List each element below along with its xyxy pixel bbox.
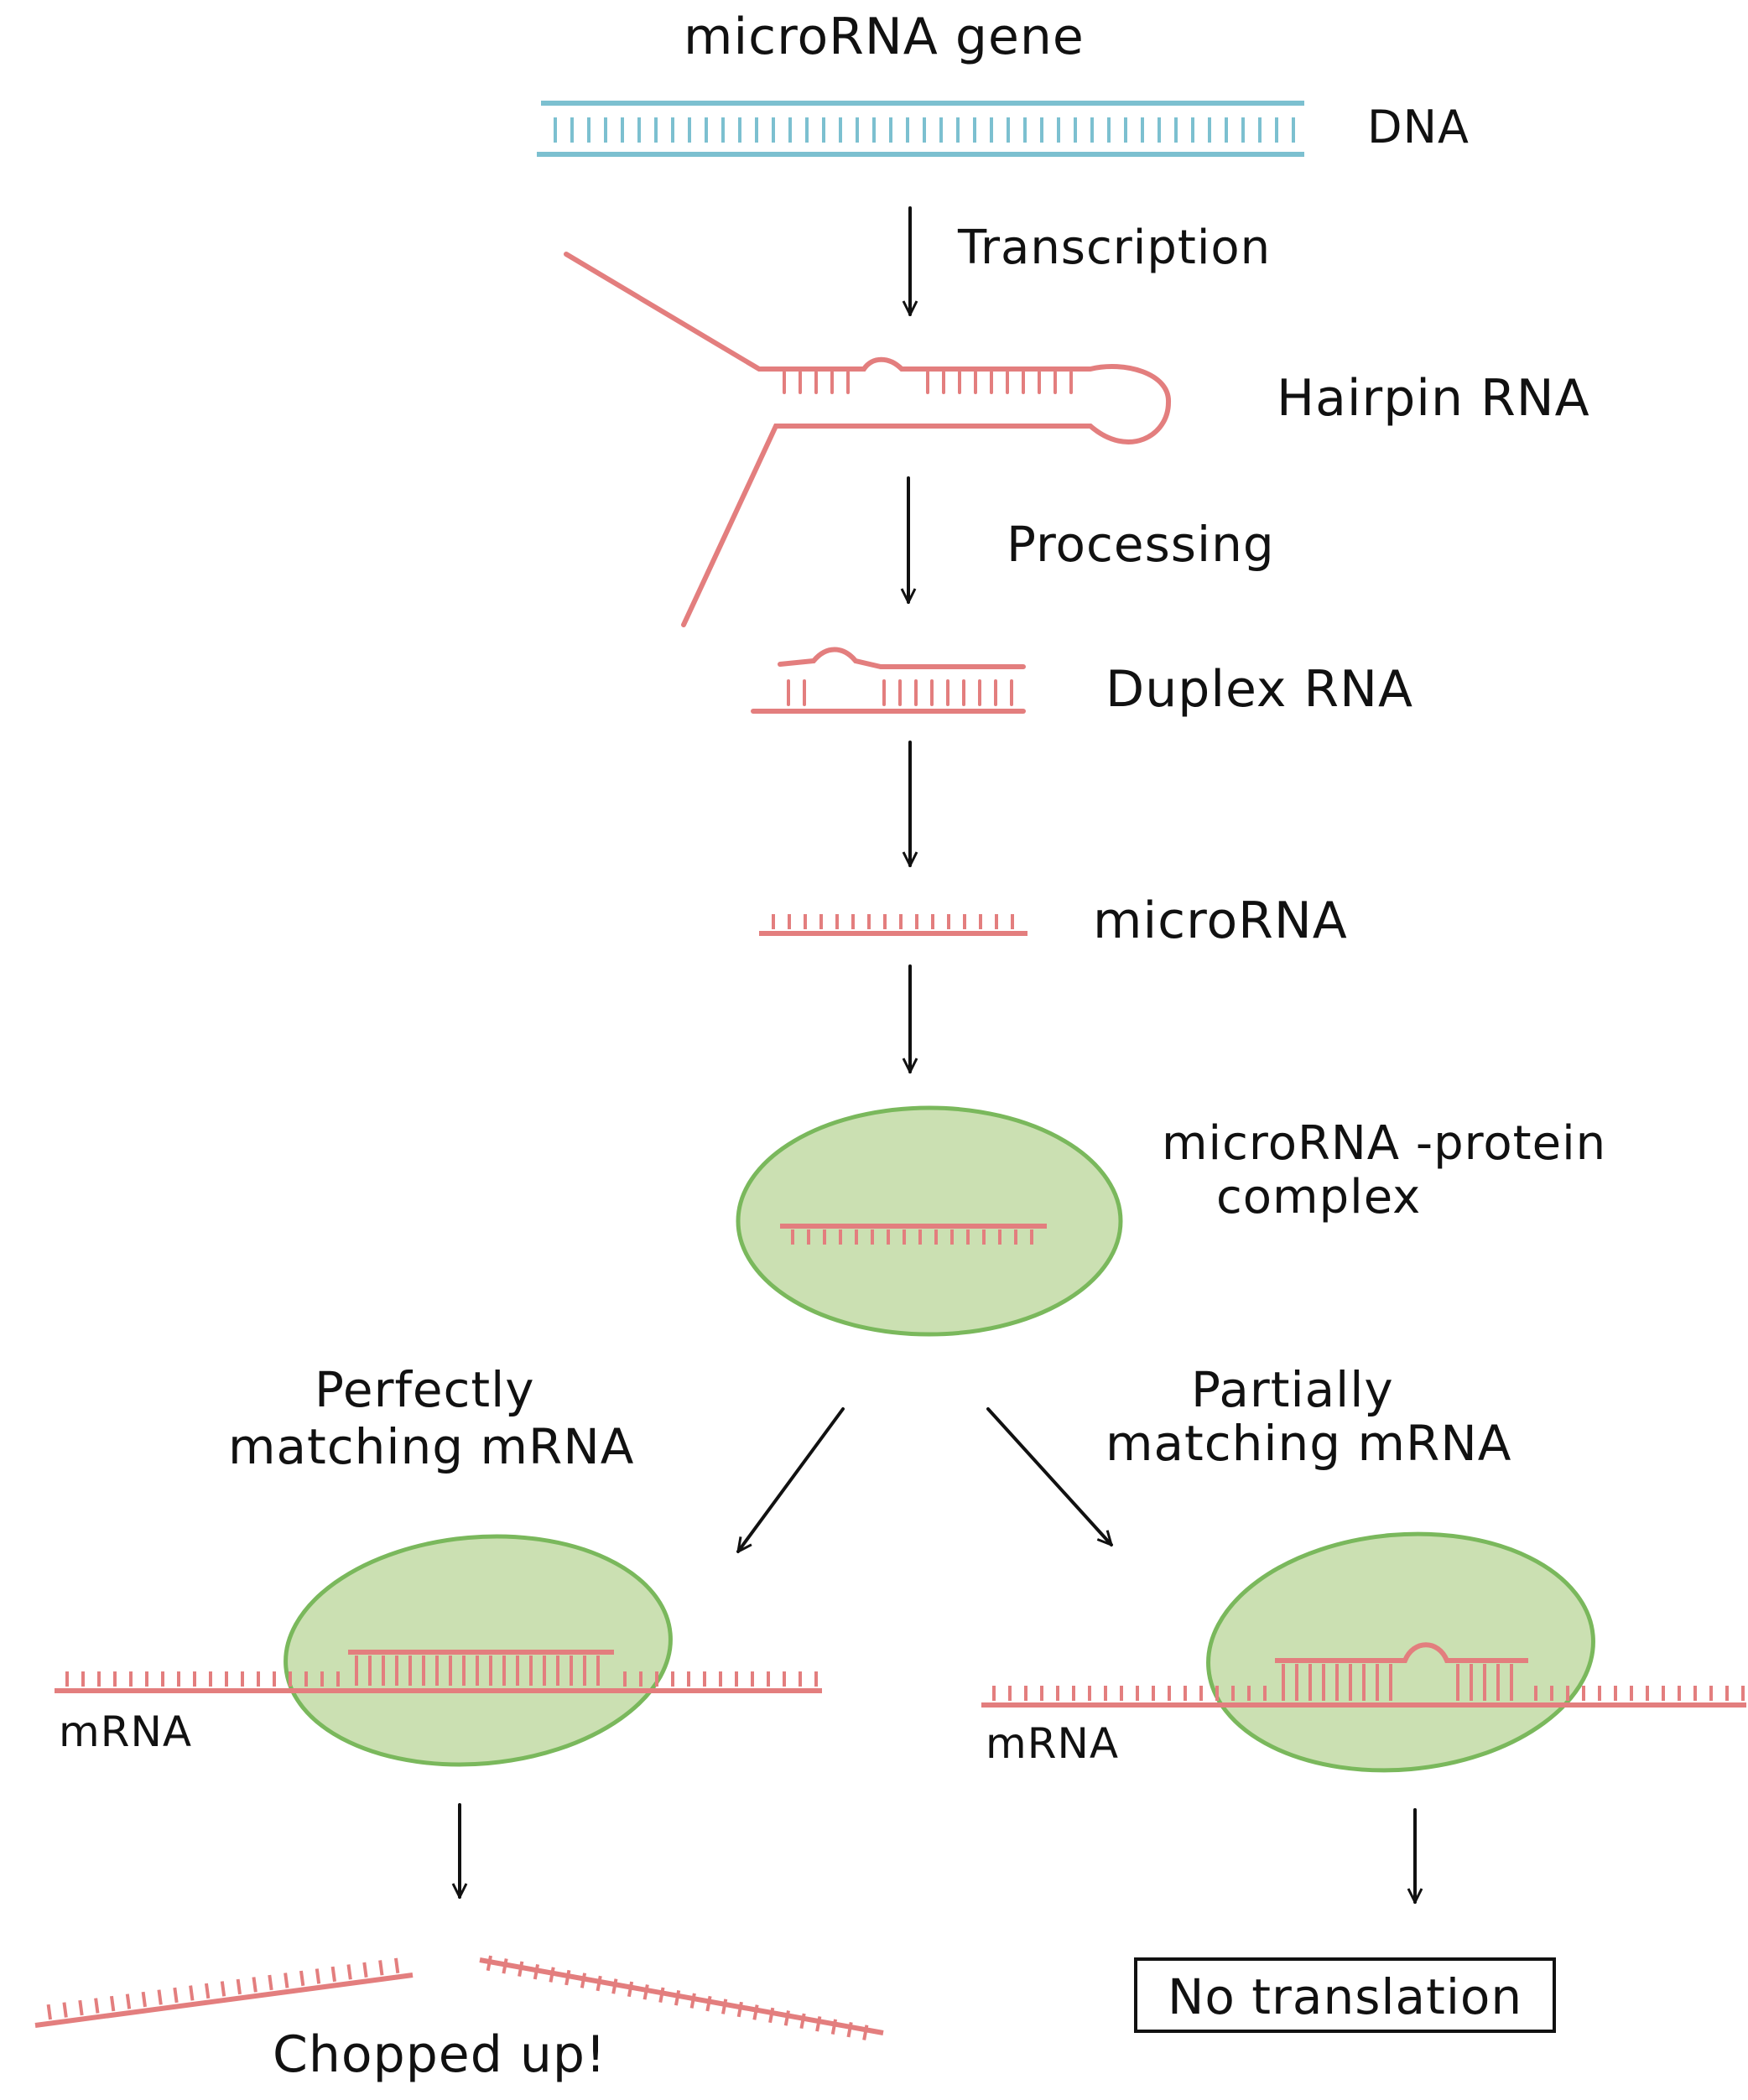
base-tick xyxy=(549,1967,555,1983)
base-tick xyxy=(830,2019,838,2035)
base-tick xyxy=(315,1968,321,1984)
arrow-to-perfect xyxy=(736,1407,845,1552)
process-arrows xyxy=(460,206,1415,1904)
base-tick xyxy=(252,1977,258,1993)
base-tick xyxy=(362,1962,368,1978)
base-tick xyxy=(78,1999,84,2016)
partial-match-complex xyxy=(981,1531,1746,1773)
base-tick xyxy=(268,1974,273,1991)
base-tick xyxy=(502,1958,508,1974)
complex-label-line2: complex xyxy=(1216,1170,1422,1224)
base-tick xyxy=(815,2016,822,2032)
base-tick xyxy=(596,1975,602,1992)
base-tick xyxy=(846,2021,853,2038)
base-tick xyxy=(611,1978,618,1994)
complex-label-line1: microRNA -protein xyxy=(1162,1116,1607,1171)
base-tick xyxy=(486,1955,492,1972)
dna-strand xyxy=(537,101,1304,157)
base-tick xyxy=(393,1957,400,1974)
chopped-up-label: Chopped up! xyxy=(273,2025,607,2084)
mrna-label-left: mRNA xyxy=(59,1708,193,1756)
processing-label: Processing xyxy=(1007,516,1275,573)
base-tick xyxy=(220,1981,226,1997)
microrna-gene-label: microRNA gene xyxy=(684,8,1085,66)
base-tick xyxy=(204,1983,211,1999)
base-tick xyxy=(299,1970,305,1987)
mrna-label-right: mRNA xyxy=(986,1719,1120,1768)
base-tick xyxy=(862,2025,869,2040)
base-tick xyxy=(125,1993,132,2009)
no-translation-box: No translation xyxy=(1134,1957,1557,2033)
base-tick xyxy=(189,1985,195,2001)
duplex-rna-label: Duplex RNA xyxy=(1106,660,1414,719)
perfect-match-complex xyxy=(55,1534,822,1767)
chopped-fragments xyxy=(34,1955,884,2040)
base-tick xyxy=(752,2004,759,2020)
base-tick xyxy=(330,1966,336,1983)
perfect-label-line2: matching mRNA xyxy=(228,1418,635,1475)
microrna-label: microRNA xyxy=(1093,891,1348,950)
partial-label-line1: Partially xyxy=(1191,1361,1394,1418)
base-tick xyxy=(799,2013,806,2030)
base-tick xyxy=(236,1978,242,1995)
base-tick xyxy=(783,2010,790,2026)
dna-label: DNA xyxy=(1367,101,1470,153)
base-tick xyxy=(674,1990,681,2006)
base-tick xyxy=(109,1995,116,2012)
base-tick xyxy=(94,1998,100,2014)
base-tick xyxy=(346,1964,352,1980)
duplex-rna xyxy=(751,647,1026,714)
base-tick xyxy=(642,1984,649,2000)
partial-label-line2: matching mRNA xyxy=(1106,1415,1512,1472)
base-tick xyxy=(689,1993,696,2009)
base-tick xyxy=(658,1987,665,2004)
base-tick xyxy=(564,1969,571,1986)
base-tick xyxy=(62,2002,68,2018)
base-tick xyxy=(768,2007,775,2024)
base-tick xyxy=(141,1991,147,2008)
arrow-to-partial xyxy=(986,1407,1111,1545)
base-tick xyxy=(157,1989,163,2005)
base-tick xyxy=(378,1960,384,1976)
transcription-label: Transcription xyxy=(958,221,1272,275)
base-tick xyxy=(721,1999,728,2014)
base-tick xyxy=(533,1963,540,1980)
hairpin-rna-label: Hairpin RNA xyxy=(1277,369,1590,428)
microrna-strand xyxy=(759,914,1027,936)
base-tick xyxy=(518,1961,524,1977)
perfect-label-line1: Perfectly xyxy=(315,1361,535,1418)
base-tick xyxy=(580,1973,587,1988)
base-tick xyxy=(736,2001,743,2018)
hairpin-rna xyxy=(564,252,1172,627)
base-tick xyxy=(705,1995,712,2012)
base-tick xyxy=(627,1981,634,1998)
base-tick xyxy=(173,1987,179,2004)
base-tick xyxy=(46,2004,52,2020)
microrna-protein-complex xyxy=(736,1105,1123,1337)
base-tick xyxy=(284,1973,289,1988)
